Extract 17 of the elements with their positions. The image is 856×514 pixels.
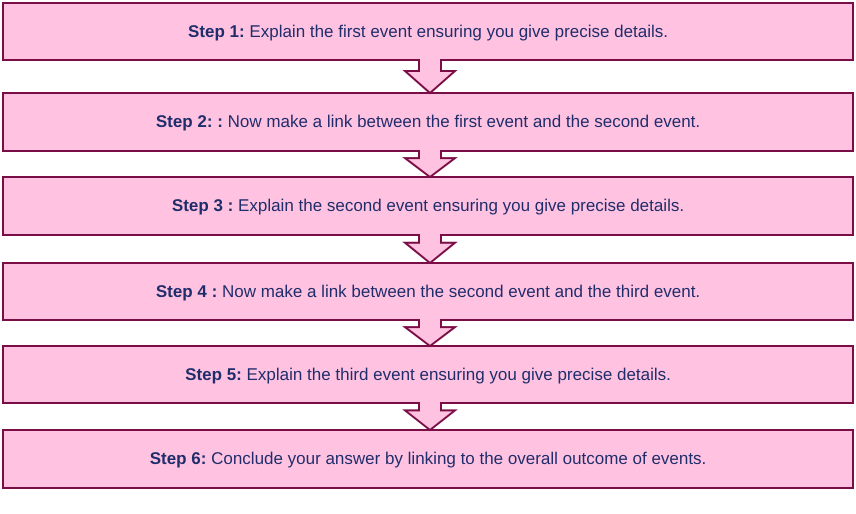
down-arrow xyxy=(402,58,458,94)
step-box xyxy=(2,2,854,61)
step-box xyxy=(2,345,854,404)
step-text: Step 5: Explain the third event ensuring you give precise details. xyxy=(185,364,671,384)
down-arrow xyxy=(402,401,458,432)
down-arrow xyxy=(402,233,458,264)
down-arrow xyxy=(402,149,458,178)
step-text: Step 2: : Now make a link between the first event and the second event. xyxy=(156,112,700,132)
step-box xyxy=(2,429,854,489)
step-text: Step 1: Explain the first event ensuring you give precise details. xyxy=(188,22,668,42)
down-arrow xyxy=(402,318,458,348)
step-text: Step 3 : Explain the second event ensuring you give precise details. xyxy=(172,196,684,216)
step-box xyxy=(2,92,854,152)
step-text: Step 6: Conclude your answer by linking to the overall outcome of events. xyxy=(150,449,706,469)
step-text: Step 4 : Now make a link between the second event and the third event. xyxy=(156,282,700,302)
step-box xyxy=(2,262,854,321)
step-box xyxy=(2,176,854,236)
